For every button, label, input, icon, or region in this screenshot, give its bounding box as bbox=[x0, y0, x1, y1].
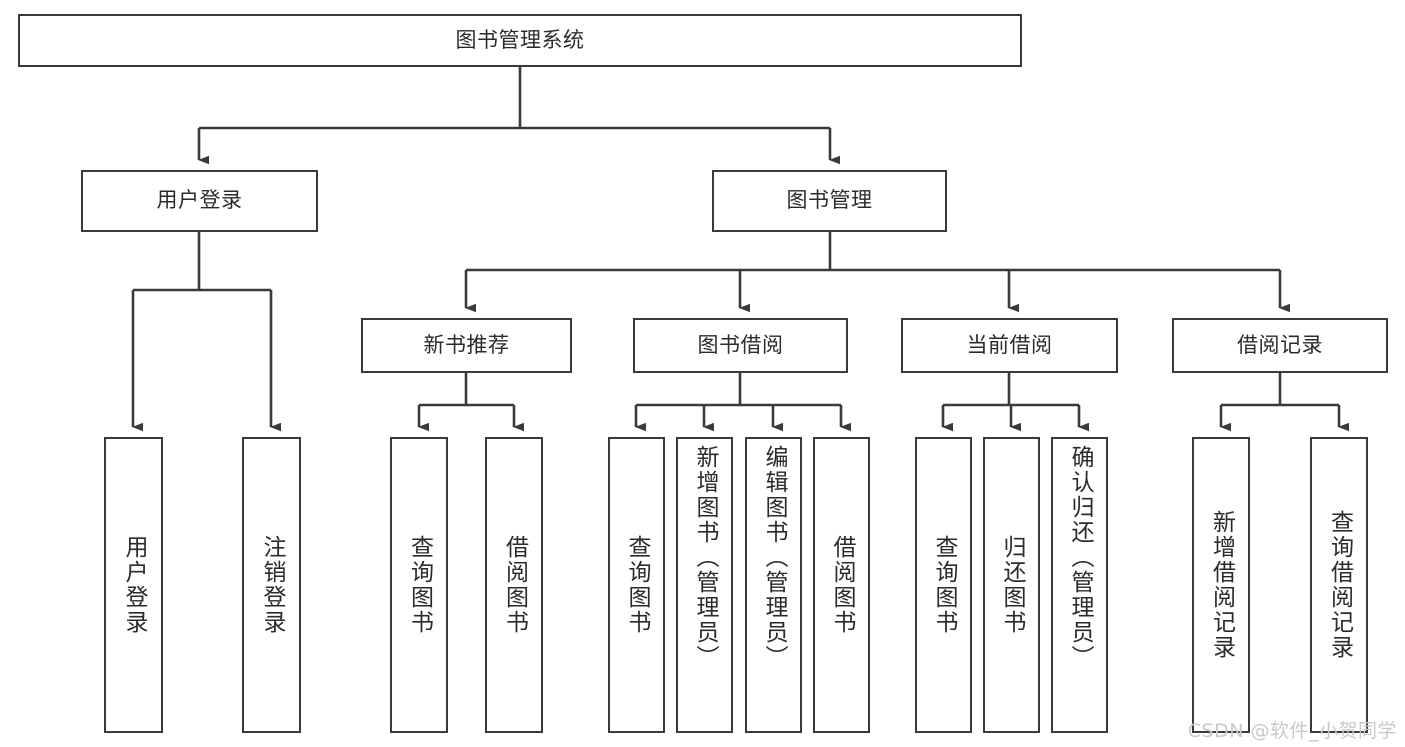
node-book-borrow[interactable]: 图书借阅 bbox=[633, 318, 848, 373]
node-label: 新书推荐 bbox=[423, 332, 510, 357]
node-user-login[interactable]: 用户登录 bbox=[81, 170, 318, 232]
node-leaf-borrow-book-2[interactable]: 借阅图书 bbox=[813, 437, 870, 733]
node-leaf-logout-login[interactable]: 注销登录 bbox=[242, 437, 301, 733]
node-leaf-query-book-1[interactable]: 查询图书 bbox=[390, 437, 448, 733]
node-label: 编辑图书（管理员） bbox=[761, 445, 787, 670]
node-label: 借阅图书 bbox=[501, 535, 528, 635]
node-label: 查询借阅记录 bbox=[1326, 510, 1353, 660]
node-current-borrow[interactable]: 当前借阅 bbox=[901, 318, 1118, 373]
node-leaf-query-book-3[interactable]: 查询图书 bbox=[915, 437, 972, 733]
node-new-book-recommend[interactable]: 新书推荐 bbox=[361, 318, 572, 373]
node-label: 用户登录 bbox=[121, 535, 147, 635]
node-label: 确认归还（管理员） bbox=[1067, 445, 1093, 670]
watermark-text: CSDN @软件_小贺同学 bbox=[1187, 720, 1397, 742]
node-label: 借阅记录 bbox=[1237, 332, 1323, 357]
node-book-management[interactable]: 图书管理 bbox=[712, 170, 947, 232]
node-leaf-user-login[interactable]: 用户登录 bbox=[104, 437, 163, 733]
node-label: 图书借阅 bbox=[697, 332, 784, 357]
node-borrow-record[interactable]: 借阅记录 bbox=[1172, 318, 1388, 373]
node-book-management-system[interactable]: 图书管理系统 bbox=[18, 14, 1022, 67]
node-leaf-return-book[interactable]: 归还图书 bbox=[983, 437, 1040, 733]
node-leaf-add-book-admin[interactable]: 新增图书（管理员） bbox=[676, 437, 733, 733]
node-leaf-borrow-book-1[interactable]: 借阅图书 bbox=[485, 437, 543, 733]
node-label: 图书管理 bbox=[786, 188, 873, 213]
node-leaf-add-borrow-record[interactable]: 新增借阅记录 bbox=[1192, 437, 1250, 733]
node-label: 当前借阅 bbox=[966, 332, 1053, 357]
node-label: 查询图书 bbox=[624, 535, 650, 635]
node-leaf-confirm-return-admin[interactable]: 确认归还（管理员） bbox=[1051, 437, 1108, 733]
node-label: 图书管理系统 bbox=[455, 27, 585, 52]
node-label: 查询图书 bbox=[931, 535, 957, 635]
node-leaf-edit-book-admin[interactable]: 编辑图书（管理员） bbox=[745, 437, 802, 733]
node-label: 新增借阅记录 bbox=[1208, 510, 1235, 660]
node-label: 归还图书 bbox=[999, 535, 1025, 635]
node-label: 查询图书 bbox=[406, 535, 433, 635]
node-label: 新增图书（管理员） bbox=[692, 445, 718, 670]
node-label: 注销登录 bbox=[259, 535, 285, 635]
node-label: 用户登录 bbox=[156, 188, 243, 213]
node-label: 借阅图书 bbox=[829, 535, 855, 635]
node-leaf-query-borrow-record[interactable]: 查询借阅记录 bbox=[1310, 437, 1368, 733]
node-leaf-query-book-2[interactable]: 查询图书 bbox=[608, 437, 665, 733]
